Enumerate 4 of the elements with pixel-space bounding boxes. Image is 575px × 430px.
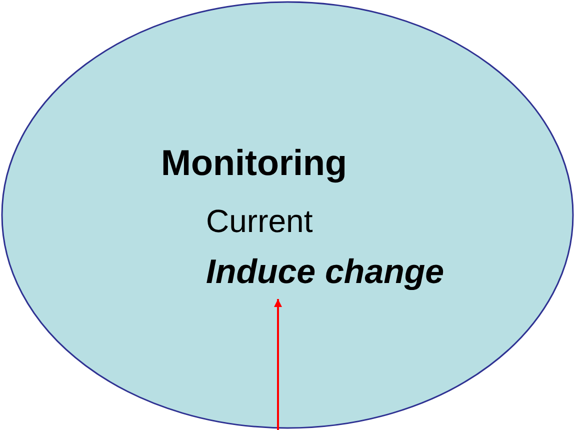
node-text: Induce change	[206, 254, 444, 292]
heading: Monitoring	[161, 143, 347, 183]
node-text: Current	[206, 204, 313, 240]
arrow	[274, 299, 282, 430]
